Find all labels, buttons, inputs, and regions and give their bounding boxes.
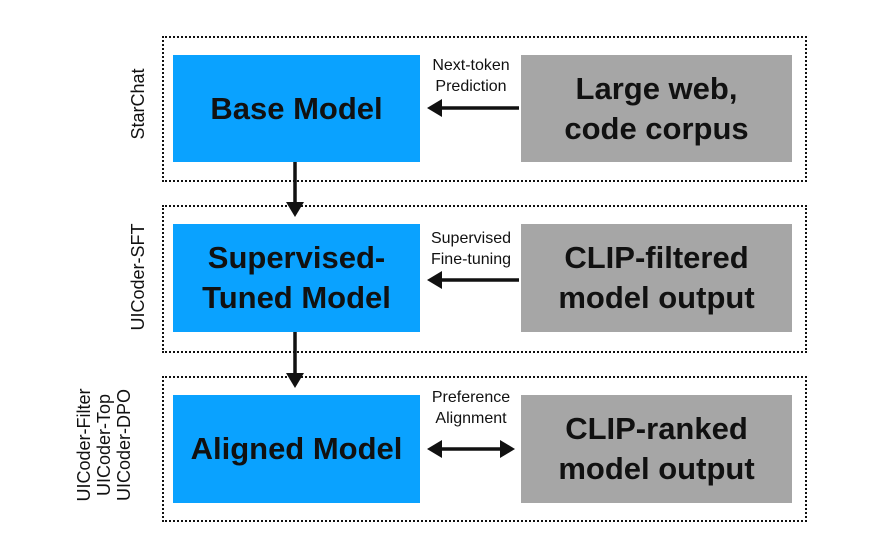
supervised-tuned-model-box: Supervised- Tuned Model: [173, 224, 420, 332]
stage-label-starchat: StarChat: [128, 68, 148, 140]
stage-uicoder-aligned: [162, 376, 807, 522]
stage-label-uicoder-sft: UICoder-SFT: [128, 223, 148, 331]
base-model-box: Base Model: [173, 55, 420, 162]
stage-uicoder-sft: [162, 205, 807, 353]
clip-filtered-output-box: CLIP-filtered model output: [521, 224, 792, 332]
web-code-corpus-box: Large web, code corpus: [521, 55, 792, 162]
stage-starchat: [162, 36, 807, 182]
edge-label-supervised-fine-tuning: Supervised Fine-tuning: [421, 228, 521, 270]
edge-label-preference-alignment: Preference Alignment: [421, 387, 521, 429]
stage-label-uicoder-aligned: UICoder-Filter UICoder-Top UICoder-DPO: [74, 388, 134, 502]
clip-ranked-output-box: CLIP-ranked model output: [521, 395, 792, 503]
edge-label-next-token-prediction: Next-token Prediction: [421, 55, 521, 97]
aligned-model-box: Aligned Model: [173, 395, 420, 503]
